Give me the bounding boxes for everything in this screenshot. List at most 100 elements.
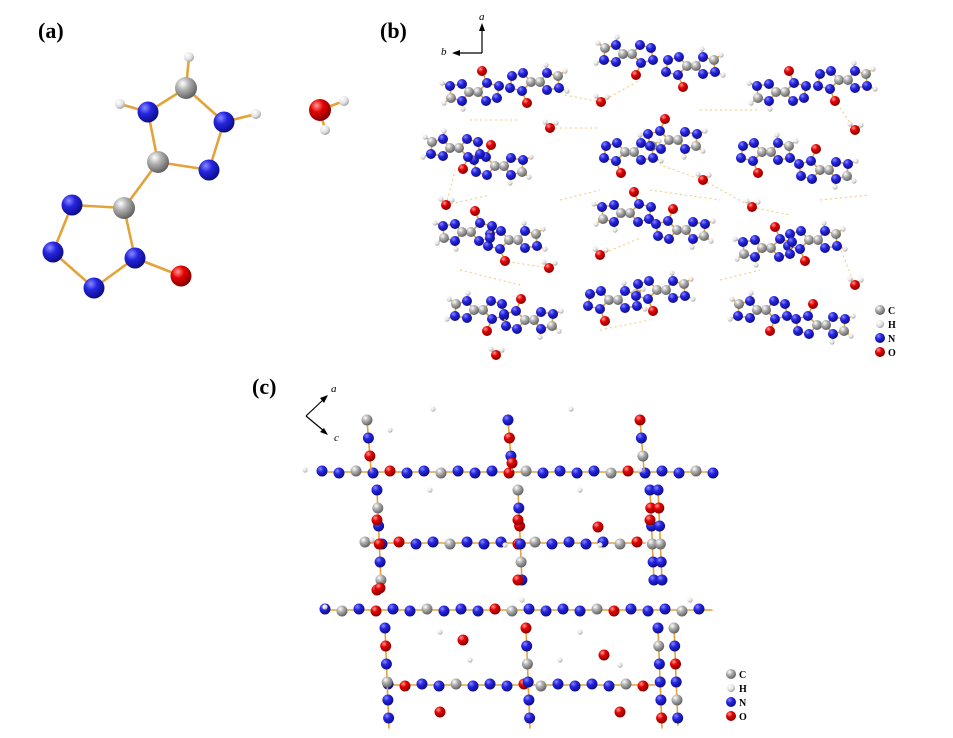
panel-c-label: (c) [252,374,276,399]
atom-oxygen [629,187,639,197]
atom-oxygen [482,326,492,336]
layer-chain [316,465,719,479]
atom-nitrogen [796,226,806,236]
atom-carbon [831,229,841,239]
atom-nitrogen [569,680,581,692]
atom-oxygen [616,168,626,178]
molecule [651,204,716,250]
panel-c-legend: C H N O [726,669,747,723]
atom-nitrogen [473,137,483,147]
atom-nitrogen [655,126,665,136]
atom-nitrogen [536,324,546,334]
atom-hydrogen [593,221,599,227]
atom-nitrogen [42,241,64,263]
atom-hydrogen [612,227,618,233]
atom-nitrogen [663,55,673,65]
atom-nitrogen [540,605,552,617]
atom-nitrogen [648,55,658,65]
atom-nitrogen [482,78,492,88]
layer-column [379,622,395,729]
atom-nitrogen [850,83,860,93]
atom-hydrogen [562,68,568,74]
atom-nitrogen [634,199,644,209]
atom-carbon [813,235,823,245]
atom-nitrogen [654,520,666,532]
atom-carbon [375,574,387,586]
atom-oxygen [506,457,518,469]
hydrogen-bond [702,179,753,208]
atom-nitrogen [450,311,460,321]
atom-carbon [175,77,197,99]
atom-oxygen [753,168,763,178]
atom-nitrogen [820,243,830,253]
atom-carbon [469,305,479,315]
atom-carbon [620,678,632,690]
atom-carbon [661,285,671,295]
atom-nitrogen [536,307,546,317]
atom-carbon [709,55,719,65]
layer-column [634,414,649,471]
atom-nitrogen [471,167,481,177]
atom-oxygen [608,605,620,617]
atom-nitrogen [680,291,690,301]
atom-nitrogen [599,153,609,163]
atom-nitrogen [611,40,621,50]
atom-oxygen [598,649,610,661]
atom-carbon [620,147,630,157]
atom-nitrogen [506,153,516,163]
molecule [593,34,658,80]
atom-hydrogen [564,88,570,94]
atom-nitrogen [831,157,841,167]
atom-hydrogen [851,178,857,184]
atom-oxygen [644,514,656,526]
legend-swatch-carbon [726,669,736,679]
atom-carbon [454,143,464,153]
atom-oxygen [370,605,382,617]
atom-hydrogen [543,62,549,68]
atom-nitrogen [537,467,549,479]
atom-hydrogen [689,244,695,250]
atom-hydrogen [437,629,443,635]
atom-nitrogen [548,309,558,319]
atom-hydrogen [853,158,859,164]
atom-carbon [682,61,692,71]
atom-hydrogen [669,270,675,276]
hydrogen-bond [649,189,721,201]
atom-nitrogen [83,277,105,299]
atom-nitrogen [670,676,682,688]
layer-column [644,484,660,586]
water-molecule [847,276,864,290]
atom-nitrogen [588,465,600,477]
atom-oxygen [784,66,794,76]
atom-carbon [450,678,462,690]
atom-carbon [664,135,674,145]
legend-label-hydrogen: H [739,684,747,695]
atom-nitrogen [478,538,490,550]
atom-hydrogen [700,148,706,154]
atom-nitrogen [596,286,606,296]
atom-nitrogen [707,467,719,479]
water-molecule [438,196,455,210]
atom-hydrogen [591,201,597,207]
atom-hydrogen [427,487,433,493]
atom-nitrogen [745,313,755,323]
atom-nitrogen [680,127,690,137]
atom-nitrogen [532,241,542,251]
panel-a: (a) [38,18,349,299]
atom-nitrogen [416,678,428,690]
atom-carbon [757,243,767,253]
atom-carbon [604,295,614,305]
atom-hydrogen [706,172,712,178]
atom-hydrogen [656,138,662,144]
atom-nitrogen [655,556,667,568]
atom-hydrogen [322,604,328,610]
atom-nitrogen [505,83,515,93]
atom-hydrogen [688,276,694,282]
hydrogen-bond [564,94,602,103]
atom-carbon [439,233,449,243]
atom-carbon [531,229,541,239]
atom-hydrogen [699,46,705,52]
panel-b-legend: C H N O [875,305,896,359]
atom-nitrogen [653,231,663,241]
atom-nitrogen [668,276,678,286]
